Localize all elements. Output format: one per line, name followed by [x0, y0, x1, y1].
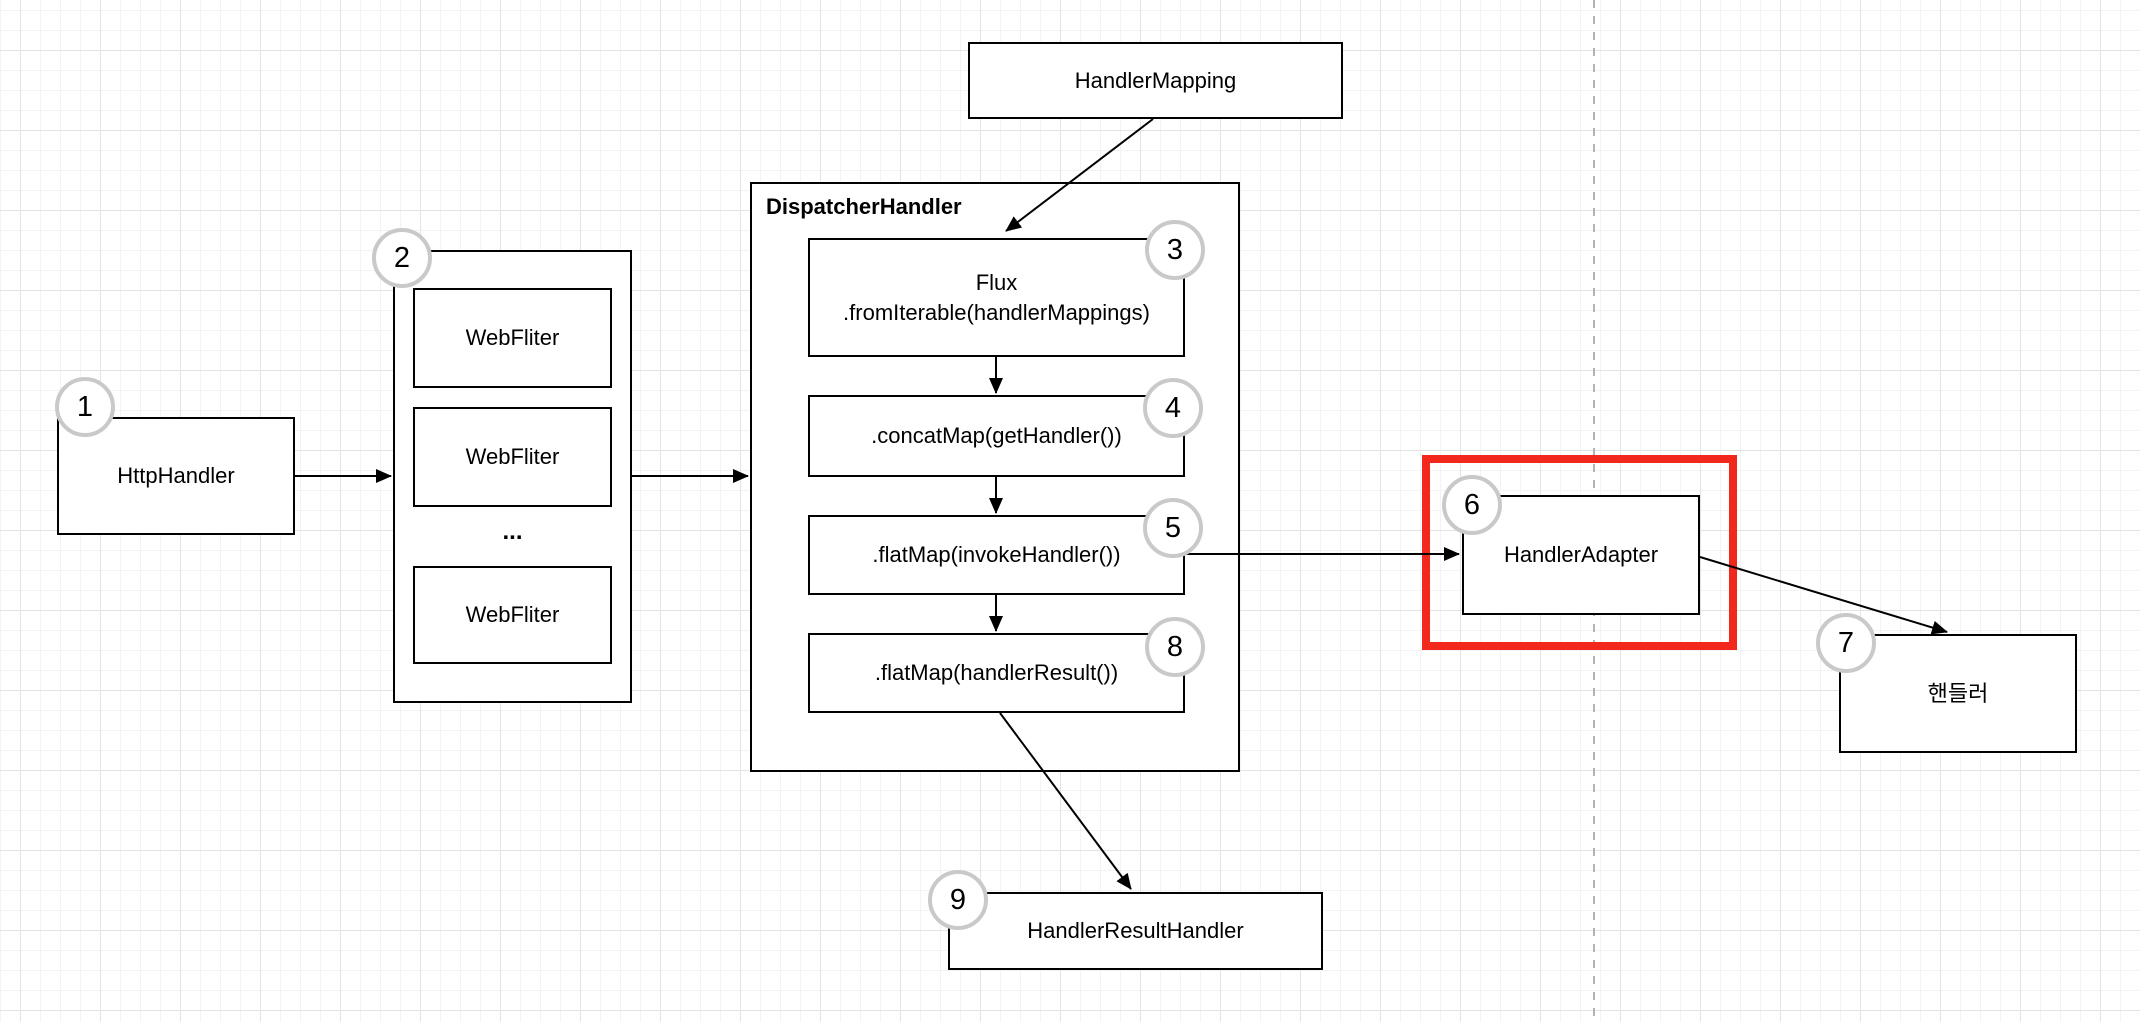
highlight-box	[1422, 455, 1737, 650]
node-label: .concatMap(getHandler())	[871, 423, 1122, 449]
edge-handleradapter-to-handler	[1699, 556, 1948, 635]
node-webfilter-2[interactable]: WebFliter	[413, 407, 612, 507]
badge-number: 3	[1166, 233, 1184, 266]
node-label: HandlerMapping	[1074, 67, 1237, 93]
badge-number: 2	[393, 241, 411, 274]
node-label-line1: Flux	[975, 269, 1018, 295]
webfilter-ellipsis: ...	[502, 518, 523, 545]
badge-8[interactable]: 8	[1145, 617, 1205, 677]
node-concatmap-gethandler[interactable]: .concatMap(getHandler())	[808, 395, 1185, 477]
badge-4[interactable]: 4	[1143, 378, 1203, 438]
badge-number: 9	[949, 883, 967, 916]
badge-number: 4	[1164, 391, 1182, 424]
node-webfilter-3[interactable]: WebFliter	[413, 566, 612, 664]
badge-number: 1	[76, 390, 94, 423]
node-label: HttpHandler	[117, 463, 235, 489]
badge-2[interactable]: 2	[372, 228, 432, 288]
node-flatmap-invokehandler[interactable]: .flatMap(invokeHandler())	[808, 515, 1185, 595]
node-flux-fromiterable[interactable]: Flux .fromIterable(handlerMappings)	[808, 238, 1185, 357]
badge-number: 6	[1463, 488, 1481, 521]
node-handler-korean[interactable]: 핸들러	[1839, 634, 2077, 753]
node-label: WebFliter	[465, 325, 560, 351]
node-webfilter-1[interactable]: WebFliter	[413, 288, 612, 388]
container-title: DispatcherHandler	[766, 194, 962, 219]
badge-6[interactable]: 6	[1442, 475, 1502, 535]
node-label-line2: .fromIterable(handlerMappings)	[843, 299, 1150, 325]
node-label: 핸들러	[1927, 680, 1989, 706]
badge-3[interactable]: 3	[1145, 220, 1205, 280]
node-http-handler[interactable]: HttpHandler	[57, 417, 295, 535]
node-handler-mapping[interactable]: HandlerMapping	[968, 42, 1343, 119]
badge-9[interactable]: 9	[928, 870, 988, 930]
badge-number: 8	[1166, 630, 1184, 663]
node-label: HandlerResultHandler	[1027, 918, 1244, 944]
badge-1[interactable]: 1	[55, 377, 115, 437]
node-handler-adapter[interactable]: HandlerAdapter	[1462, 495, 1700, 615]
node-label: WebFliter	[465, 444, 560, 470]
badge-number: 5	[1164, 511, 1182, 544]
node-handler-result-handler[interactable]: HandlerResultHandler	[948, 892, 1323, 970]
badge-7[interactable]: 7	[1816, 613, 1876, 673]
node-label: HandlerAdapter	[1503, 542, 1659, 568]
node-flatmap-handlerresult[interactable]: .flatMap(handlerResult())	[808, 633, 1185, 713]
node-label: .flatMap(invokeHandler())	[872, 542, 1121, 568]
badge-number: 7	[1837, 626, 1855, 659]
node-label: WebFliter	[465, 602, 560, 628]
node-label: .flatMap(handlerResult())	[874, 660, 1119, 686]
badge-5[interactable]: 5	[1143, 498, 1203, 558]
